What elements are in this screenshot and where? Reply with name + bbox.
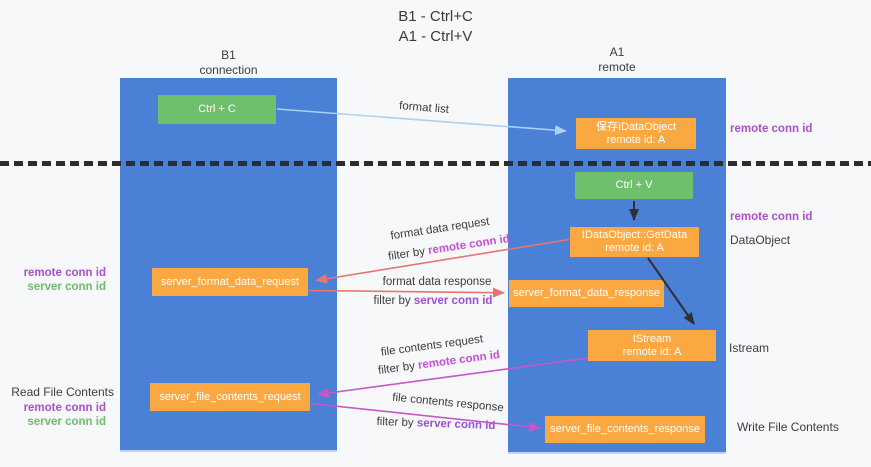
server-format-data-request-label: server_format_data_request	[160, 275, 300, 288]
filter-by-text: filter by	[387, 245, 430, 264]
write-file-contents-label: Write File Contents	[737, 420, 839, 434]
lane-b1-name: B1	[221, 48, 236, 62]
format-data-response-arrow	[308, 287, 505, 298]
server-conn-id-highlight: server conn id	[416, 417, 496, 433]
title-line-2: A1 - Ctrl+V	[398, 28, 473, 45]
title-line-1: B1 - Ctrl+C	[398, 8, 473, 25]
istream-side-label: Istream	[729, 341, 770, 355]
diagram-title: B1 - Ctrl+C A1 - Ctrl+V	[0, 7, 871, 47]
remote-conn-id-highlight: remote conn id	[417, 349, 501, 372]
server-file-contents-response-label: server_file_contents_response	[550, 423, 700, 435]
idataobject-getdata-line2: remote id: A	[605, 242, 664, 254]
remote-conn-id-label-top-right: remote conn id	[730, 123, 813, 135]
lane-a1-name: A1	[609, 45, 625, 59]
lane-header-a1: A1 remote	[508, 45, 726, 75]
server-conn-id-label-left: server conn id	[27, 281, 106, 293]
file-contents-response-label: file contents response	[391, 391, 505, 415]
read-file-contents-label: Read File Contents	[11, 385, 114, 399]
server-conn-id-highlight: server conn id	[413, 295, 493, 307]
istream-box: IStream remote id: A	[588, 330, 716, 361]
filter-by-text: filter by	[373, 295, 414, 307]
lane-b1-role: connection	[199, 63, 258, 77]
remote-conn-id-label-left: remote conn id	[23, 267, 106, 279]
remote-conn-id-highlight: remote conn id	[427, 232, 511, 258]
lane-header-b1: B1 connection	[120, 48, 337, 78]
istream-line2: remote id: A	[622, 345, 682, 358]
dataobject-label: DataObject	[730, 233, 791, 247]
server-format-data-response-box: server_format_data_response	[509, 280, 664, 307]
filter-by-text: filter by	[377, 359, 419, 377]
format-list-label: format list	[398, 100, 450, 116]
server-format-data-request-box: server_format_data_request	[152, 268, 308, 296]
server-file-contents-response-box: server_file_contents_response	[545, 416, 705, 443]
format-data-response-label: format data response	[382, 276, 492, 288]
server-file-contents-request-label: server_file_contents_request	[159, 390, 301, 403]
save-idataobject-line2: remote id: A	[606, 133, 666, 146]
ctrl-v-box: Ctrl + V	[575, 172, 693, 199]
idataobject-getdata-line1: IDataObject::GetData	[581, 229, 688, 241]
idataobject-getdata-box: IDataObject::GetData remote id: A	[570, 227, 699, 257]
istream-line1: IStream	[632, 332, 672, 345]
save-idataobject-line1: 保存IDataObject	[595, 120, 677, 133]
remote-conn-id-label-left-bottom: remote conn id	[23, 402, 106, 414]
lane-a1-role: remote	[598, 60, 636, 74]
server-format-data-response-label: server_format_data_response	[513, 287, 660, 299]
ctrl-c-box: Ctrl + C	[158, 95, 276, 124]
filter-by-text: filter by	[376, 415, 418, 430]
remote-conn-id-label-mid-right: remote conn id	[730, 211, 813, 223]
format-data-response-filter-label: filter by server conn id	[374, 295, 493, 307]
ctrl-c-label: Ctrl + C	[198, 103, 236, 115]
server-conn-id-label-left-bottom: server conn id	[27, 416, 106, 428]
server-file-contents-request-box: server_file_contents_request	[150, 383, 310, 411]
save-idataobject-box: 保存IDataObject remote id: A	[576, 118, 696, 149]
ctrl-v-label: Ctrl + V	[615, 179, 653, 191]
file-contents-response-filter-label: filter by server conn id	[376, 416, 495, 432]
